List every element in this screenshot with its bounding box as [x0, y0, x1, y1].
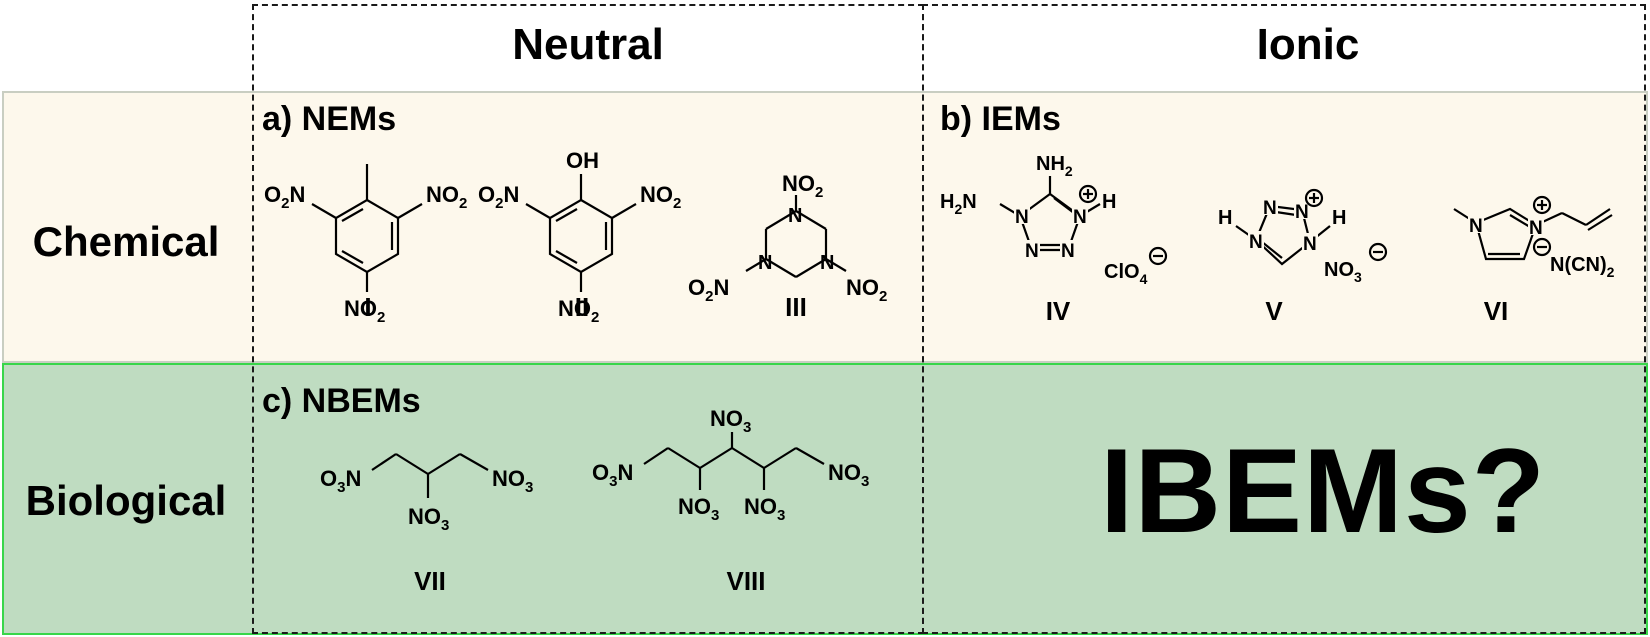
svg-text:NO2: NO2	[426, 182, 467, 212]
svg-text:NO3: NO3	[828, 460, 869, 490]
structure-triazolium-nitrate: N N N N H H NO3	[1218, 188, 1388, 285]
panel-label-nbems: c) NBEMs	[262, 382, 421, 420]
svg-text:NH2: NH2	[1036, 153, 1073, 179]
svg-text:N: N	[1249, 232, 1263, 253]
svg-text:NO3: NO3	[492, 466, 533, 496]
svg-text:O3N: O3N	[320, 466, 361, 496]
structure-rdx: N N N NO2 O2N NO2	[688, 171, 887, 305]
ionic-column-box	[922, 4, 1646, 634]
svg-text:NO3: NO3	[408, 504, 449, 534]
svg-text:N: N	[820, 252, 834, 274]
panel-label-nems: a) NEMs	[262, 100, 397, 138]
svg-text:N: N	[1025, 241, 1039, 262]
compound-label-i: I	[364, 292, 372, 322]
svg-text:N: N	[758, 252, 772, 274]
biological-row-band	[2, 363, 1648, 635]
svg-text:OH: OH	[566, 148, 599, 173]
column-header-neutral: Neutral	[512, 20, 664, 69]
svg-text:N: N	[1469, 216, 1483, 237]
row-header-chemical: Chemical	[32, 218, 220, 265]
chemical-row-band	[2, 91, 1648, 363]
compound-label-iii: III	[785, 292, 807, 322]
svg-text:N: N	[1295, 202, 1309, 223]
svg-text:NO2: NO2	[640, 182, 681, 212]
compound-label-iv: IV	[1045, 296, 1071, 326]
compound-label-vi: VI	[1483, 296, 1509, 326]
svg-text:N: N	[1015, 207, 1029, 228]
row-header-biological: Biological	[25, 477, 227, 524]
svg-text:N: N	[1263, 198, 1277, 219]
panel-label-iems: b) IEMs	[940, 100, 1061, 138]
svg-text:O2N: O2N	[688, 275, 729, 305]
svg-text:O2N: O2N	[264, 182, 305, 212]
svg-text:N: N	[1061, 241, 1075, 262]
svg-text:N: N	[1529, 218, 1543, 239]
svg-text:O3N: O3N	[592, 460, 633, 490]
svg-text:H: H	[1218, 207, 1232, 229]
svg-text:H: H	[1332, 207, 1346, 229]
structure-allylmethylimidazolium-dicyanamide: N N N(CN)2	[1453, 195, 1615, 280]
svg-text:H: H	[1102, 191, 1116, 213]
structure-aminotetrazolium-perchlorate: N N N N NH2 H2N H ClO4	[940, 153, 1168, 287]
svg-text:NO3: NO3	[710, 406, 751, 436]
column-header-ionic: Ionic	[1256, 20, 1360, 69]
svg-text:N(CN)2: N(CN)2	[1550, 254, 1615, 280]
svg-text:NO3: NO3	[744, 494, 785, 524]
structure-nitroglycerin: O3N NO3 NO3	[320, 453, 533, 534]
structure-tnt: NO2 O2N NO2	[264, 164, 467, 326]
svg-text:N: N	[1303, 234, 1317, 255]
compound-label-viii: VIII	[726, 566, 766, 596]
svg-text:NO3: NO3	[678, 494, 719, 524]
structure-mannitol-hexanitrate: O3N NO3 NO3 NO3 NO3	[592, 406, 869, 524]
compound-label-v: V	[1265, 296, 1283, 326]
compound-label-vii: VII	[414, 566, 446, 596]
compound-label-ii: II	[574, 292, 590, 322]
svg-text:N: N	[1073, 207, 1087, 228]
ibems-question-text: IBEMs?	[1100, 424, 1547, 558]
svg-text:NO3: NO3	[1324, 259, 1362, 285]
svg-text:N: N	[788, 205, 802, 227]
svg-text:NO2: NO2	[782, 171, 823, 201]
svg-text:ClO4: ClO4	[1104, 261, 1148, 287]
svg-text:O2N: O2N	[478, 182, 519, 212]
svg-text:H2N: H2N	[940, 191, 977, 217]
